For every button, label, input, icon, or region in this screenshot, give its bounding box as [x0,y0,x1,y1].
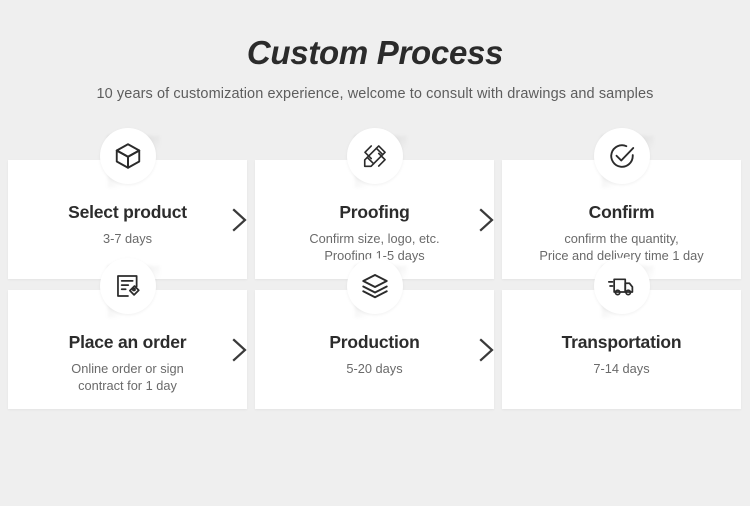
step-arrow-icon [229,336,251,364]
process-step-card[interactable]: Place an order Online order or sign cont… [8,258,247,409]
step-text: Select product 3-7 days [8,202,247,247]
step-icon-badge [346,258,407,318]
process-step-grid: Select product 3-7 days [8,128,742,409]
step-text: Place an order Online order or sign cont… [8,332,247,395]
step-subtitle-line: Online order or sign [71,361,184,376]
step-icon-badge [346,128,407,188]
step-subtitle: 5-20 days [269,360,480,377]
step-subtitle-line: confirm the quantity, [564,231,679,246]
cube-icon [99,128,156,184]
step-subtitle-line: 5-20 days [346,361,403,376]
step-text: Production 5-20 days [255,332,494,377]
page-subtitle: 10 years of customization experience, we… [96,86,654,102]
step-subtitle-line: 3-7 days [102,231,153,246]
step-icon-badge [99,258,160,318]
process-step-card[interactable]: Select product 3-7 days [8,128,247,279]
step-icon-badge [99,128,160,188]
step-subtitle: confirm the quantity, Price and delivery… [516,230,727,265]
page-header: Custom Process 10 years of customization… [0,0,750,102]
step-icon-badge [593,258,654,318]
step-subtitle: 7-14 days [516,360,727,377]
page-title: Custom Process [246,34,504,71]
order-document-icon [99,258,156,314]
step-title: Transportation [561,332,682,352]
step-subtitle-line: Proofing 1-5 days [324,248,425,264]
process-step-card[interactable]: Production 5-20 days [255,258,494,409]
step-subtitle: Confirm size, logo, etc. Proofing 1-5 da… [269,230,480,265]
pencil-ruler-icon [346,128,403,184]
step-text: Proofing Confirm size, logo, etc. Proofi… [255,202,494,265]
step-subtitle-line: contract for 1 day [78,378,177,394]
layers-icon [346,258,403,314]
step-subtitle-line: Price and delivery time 1 day [539,248,704,264]
step-subtitle: 3-7 days [22,230,233,247]
check-circle-icon [593,128,650,184]
step-title: Place an order [68,332,187,352]
process-step-card[interactable]: Transportation 7-14 days [502,258,741,409]
step-arrow-icon [229,206,251,234]
process-step-card[interactable]: Confirm confirm the quantity, Price and … [502,128,741,279]
step-subtitle-line: Confirm size, logo, etc. [309,231,440,246]
step-subtitle-line: 7-14 days [593,361,650,376]
step-icon-badge [593,128,654,188]
step-subtitle: Online order or sign contract for 1 day [22,360,233,395]
delivery-truck-icon [593,258,650,314]
step-title: Production [329,332,420,352]
step-arrow-icon [476,336,498,364]
step-arrow-icon [476,206,498,234]
step-text: Transportation 7-14 days [502,332,741,377]
step-title: Proofing [339,202,410,222]
step-title: Confirm [588,202,655,222]
step-title: Select product [68,202,187,222]
step-text: Confirm confirm the quantity, Price and … [502,202,741,265]
